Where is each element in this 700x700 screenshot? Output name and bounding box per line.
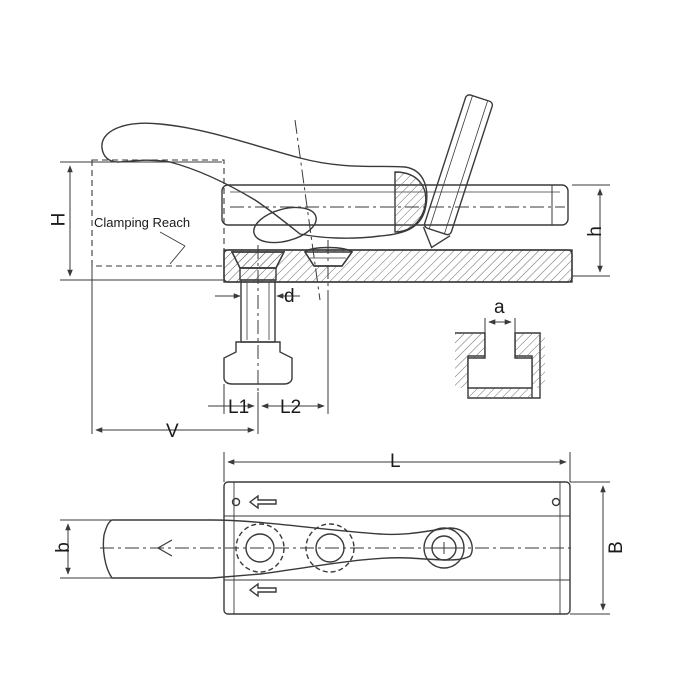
countersunk-screw	[223, 251, 293, 385]
dimension-label-L: L	[390, 451, 401, 472]
dimension-label-L1: L1	[228, 397, 250, 418]
clamping-reach-label: Clamping Reach	[94, 215, 191, 230]
dimension-label-h: h	[584, 226, 606, 237]
dimension-label-b: b	[52, 542, 74, 553]
dimension-label-V: V	[166, 421, 179, 442]
clamp-cam	[253, 206, 317, 244]
dimension-label-H: H	[48, 212, 70, 227]
t-slot-detail	[455, 318, 545, 399]
top-dimensions	[60, 452, 610, 615]
clamping-reach-box	[91, 159, 225, 267]
corner-screw-top-left	[231, 497, 241, 507]
corner-screw-top-right	[551, 497, 561, 507]
dimension-label-a: a	[494, 297, 505, 318]
dimension-label-B: B	[605, 541, 627, 554]
side-dimensions	[60, 161, 610, 434]
direction-arrow-bottom	[248, 582, 277, 598]
top-view	[100, 481, 575, 615]
dimension-label-d: d	[284, 286, 295, 307]
direction-arrow-top	[248, 494, 277, 510]
dimension-label-L2: L2	[280, 397, 302, 418]
inclined-bolt	[422, 94, 494, 249]
side-view	[91, 94, 573, 392]
